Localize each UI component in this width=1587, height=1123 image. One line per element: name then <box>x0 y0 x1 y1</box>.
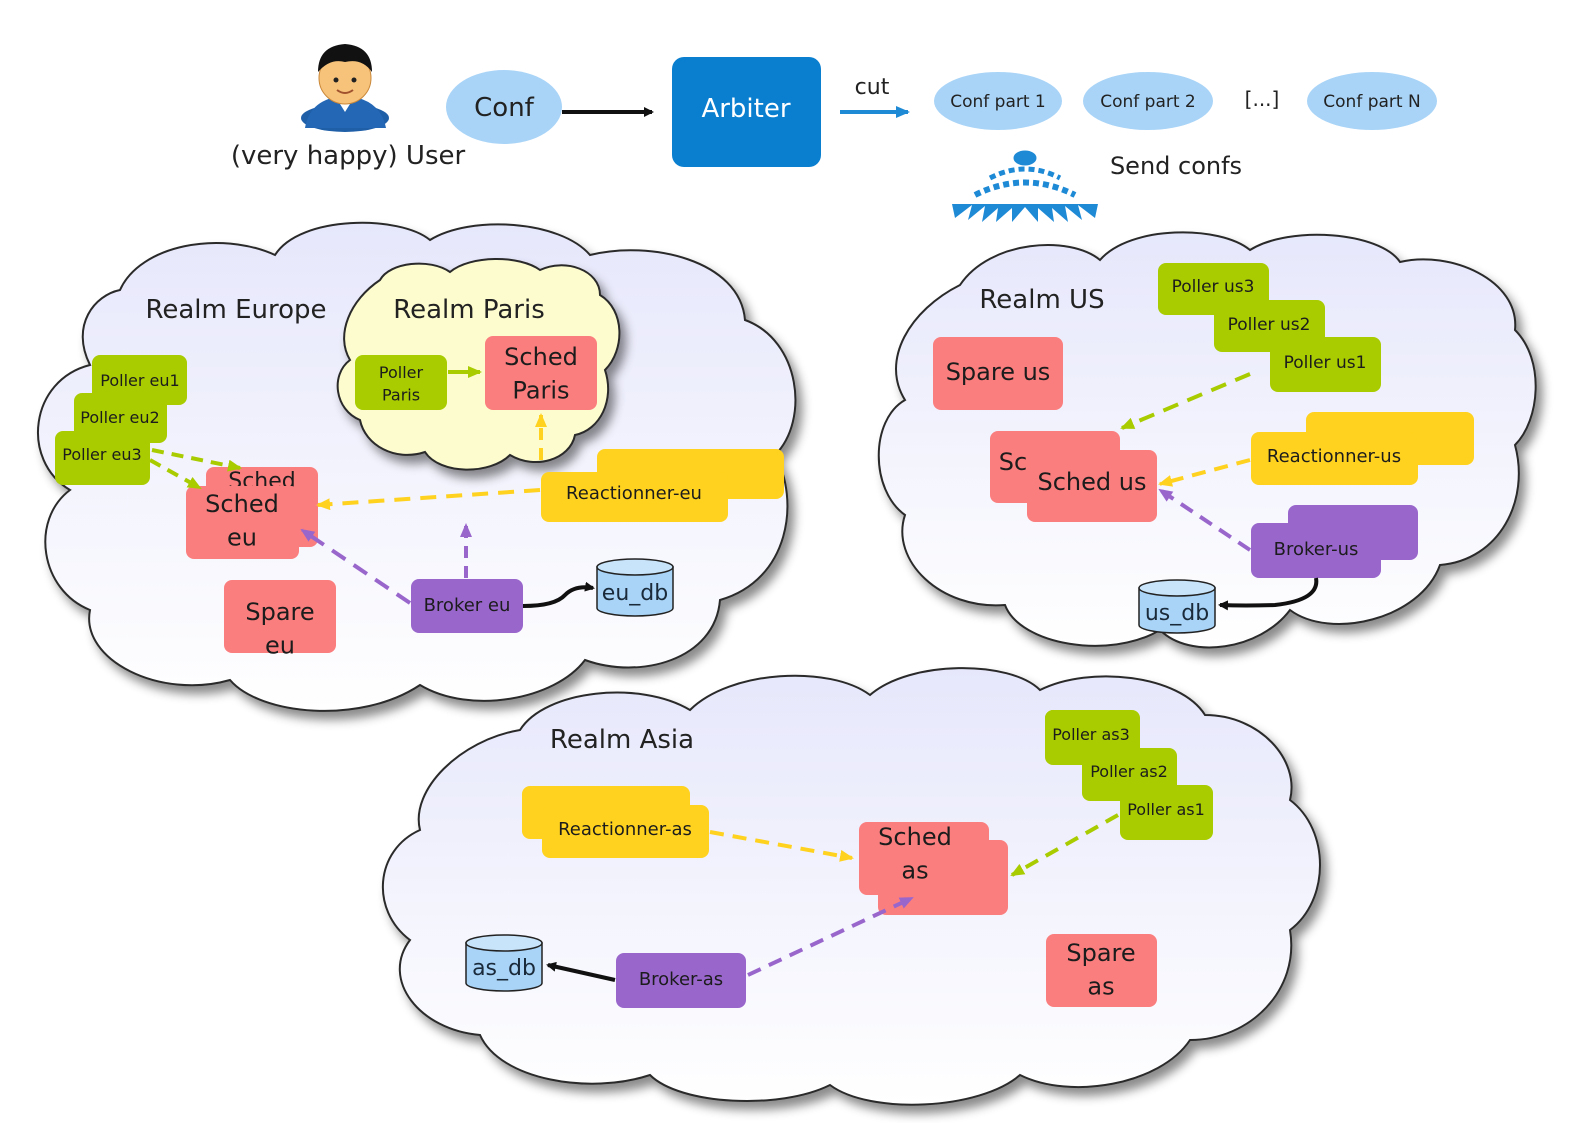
reactionner-eu-box <box>541 472 728 522</box>
pollers-eu-to-sched-eu-arrow-2 <box>149 458 202 490</box>
realm-europe-title: Realm Europe <box>145 295 326 325</box>
realm-us-title: Realm US <box>979 285 1104 315</box>
conf-part-2-label: Conf part 2 <box>1100 92 1196 112</box>
conf-part-n-label: Conf part N <box>1323 92 1420 112</box>
conf-label: Conf <box>474 93 535 123</box>
poller-paris-box <box>355 355 447 410</box>
broker-us-box <box>1251 523 1381 578</box>
us-db-icon <box>1138 579 1216 634</box>
spare-us-label: Spare us <box>946 358 1051 386</box>
poller-us1-label: Poller us1 <box>1284 353 1367 373</box>
poller-us1-box <box>1270 337 1381 392</box>
sched-as-box <box>859 822 989 895</box>
broker-as-label: Broker-as <box>639 969 723 990</box>
reactionner-eu-to-sched-eu-arrow <box>316 488 541 511</box>
sched-eu-box <box>186 486 299 559</box>
reactionner-as-box <box>542 805 709 858</box>
conf-ellipsis: [...] <box>1245 87 1280 111</box>
send-confs-burst-icon <box>952 150 1098 222</box>
eu-db-icon <box>596 558 674 617</box>
send-confs-label: Send confs <box>1110 152 1242 180</box>
poller-us3-label: Poller us3 <box>1172 277 1255 297</box>
broker-us-to-us-db-arrow <box>1218 577 1319 611</box>
poller-eu2-box <box>74 393 167 443</box>
conf-part-1-node <box>934 72 1062 130</box>
conf-part-n-node <box>1307 72 1437 130</box>
poller-as2-label: Poller as2 <box>1090 762 1168 781</box>
realm-paris-title: Realm Paris <box>393 295 545 325</box>
poller-eu3-box <box>55 431 150 485</box>
poller-eu1-label: Poller eu1 <box>100 371 179 390</box>
spare-eu-box <box>224 580 336 653</box>
sched-us-back-label: Sc <box>999 448 1027 476</box>
conf-part-1-label: Conf part 1 <box>950 92 1046 112</box>
sched-us-box <box>1027 450 1157 522</box>
poller-eu1-box <box>92 355 187 405</box>
conf-part-2-node <box>1083 72 1213 130</box>
poller-as1-box <box>1120 785 1213 840</box>
poller-eu3-label: Poller eu3 <box>62 445 141 464</box>
spare-us-box <box>933 337 1063 410</box>
us-db-label: us_db <box>1145 601 1209 626</box>
pollers-us-to-sched-us-arrow <box>1120 372 1251 430</box>
arbiter-node <box>672 57 821 167</box>
reactionner-us-to-sched-us-arrow <box>1158 458 1251 487</box>
eu-db-label: eu_db <box>602 581 668 606</box>
broker-as-to-as-db-arrow <box>546 961 616 982</box>
poller-eu2-label: Poller eu2 <box>80 408 159 427</box>
reactionner-us-label: Reactionner-us <box>1267 446 1401 467</box>
arbiter-label: Arbiter <box>701 94 790 124</box>
broker-eu-box <box>411 579 523 633</box>
realm-paris-cloud <box>336 258 621 471</box>
pollers-eu-to-sched-eu-arrow-1 <box>151 448 242 472</box>
reactionner-as-label: Reactionner-as <box>558 819 692 840</box>
as-db-icon <box>465 934 543 992</box>
broker-as-to-sched-as-arrow <box>747 896 914 977</box>
reactionner-as-to-sched-as-arrow <box>709 830 854 862</box>
as-db-label: as_db <box>472 956 536 981</box>
user-label: (very happy) User <box>231 141 466 171</box>
realm-asia-cloud <box>381 667 1321 1106</box>
broker-us-label: Broker-us <box>1274 539 1359 560</box>
broker-eu-to-eu-db-arrow <box>522 581 595 608</box>
sched-us-label: Sched us <box>1038 468 1147 496</box>
broker-eu-label: Broker eu <box>424 595 511 616</box>
pollers-as-to-sched-as-arrow <box>1010 813 1119 877</box>
spare-as-box <box>1046 934 1157 1007</box>
user-avatar-icon <box>301 44 389 132</box>
broker-as-box <box>616 953 746 1008</box>
poller-as3-label: Poller as3 <box>1052 725 1130 744</box>
reactionner-us-box <box>1251 432 1418 485</box>
poller-as1-label: Poller as1 <box>1127 800 1205 819</box>
sched-paris-box <box>485 336 597 410</box>
poller-us2-label: Poller us2 <box>1228 315 1311 335</box>
broker-us-to-sched-us-arrow <box>1158 488 1252 552</box>
broker-eu-to-sched-eu-arrow <box>300 528 412 605</box>
conf-node <box>446 70 562 144</box>
reactionner-eu-label: Reactionner-eu <box>566 483 702 504</box>
cut-label: cut <box>855 75 890 100</box>
realm-asia-title: Realm Asia <box>550 725 694 755</box>
